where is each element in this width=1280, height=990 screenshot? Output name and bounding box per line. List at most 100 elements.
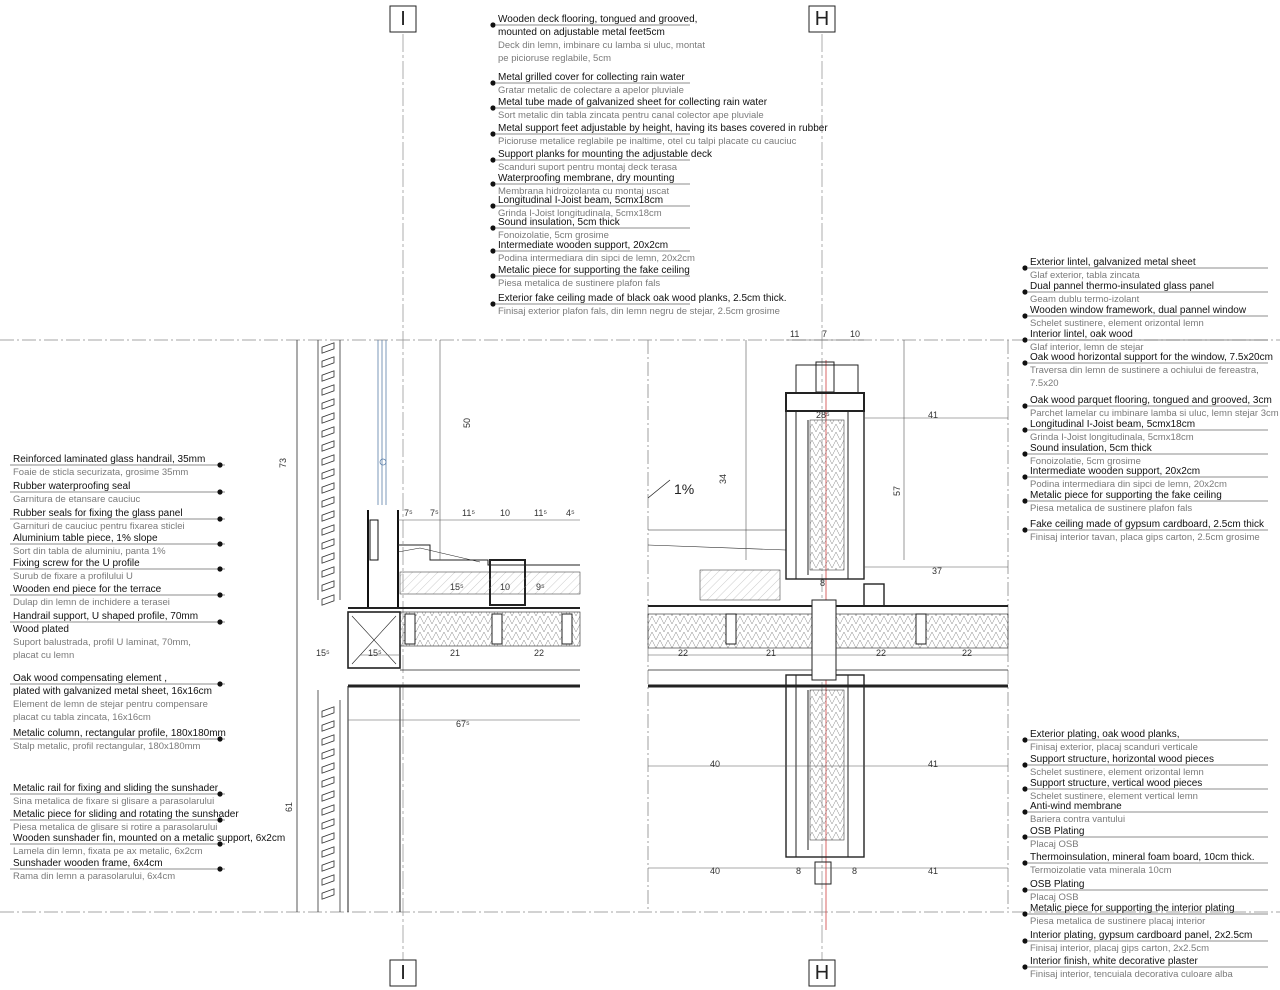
annotation-title: Exterior lintel, galvanized metal sheet	[1030, 257, 1196, 268]
annotation-translation: Picioruse metalice reglabile pe inaltime…	[498, 136, 797, 147]
annotation-translation: Placaj OSB	[1030, 839, 1079, 850]
dim-text: 10	[500, 582, 510, 592]
annotation-title: Wooden window framework, dual pannel win…	[1030, 305, 1247, 316]
sunshader-fin	[321, 356, 335, 368]
annotation-title: Metalic piece for supporting the fake ce…	[1030, 490, 1222, 501]
annotation-title: Longitudinal I-Joist beam, 5cmx18cm	[498, 195, 664, 206]
annotation-title: Wooden sunshader fin, mounted on a metal…	[13, 833, 286, 844]
sunshader-fin	[321, 412, 335, 424]
annotation-title: Rubber seals for fixing the glass panel	[13, 508, 183, 519]
sunshader-fin	[321, 734, 335, 746]
leader-dot	[1022, 938, 1028, 944]
annotation-title: Sunshader wooden frame, 6x4cm	[13, 858, 163, 869]
dim-text: 67⁵	[456, 719, 470, 729]
leader-dot	[217, 866, 223, 872]
annotation-translation: Piesa metalica de sustinere plafon fals	[498, 278, 661, 289]
annotation-title: Intermediate wooden support, 20x2cm	[1030, 466, 1201, 477]
leader-dot	[490, 22, 496, 28]
annotation-translation: Finisaj interior, placaj gips carton, 2x…	[1030, 943, 1209, 954]
annotation-title: Dual pannel thermo-insulated glass panel	[1030, 281, 1215, 292]
annotation-translation-line2: placat cu tabla zincata, 16x16cm	[13, 712, 151, 723]
dim-text: 15⁵	[450, 582, 464, 592]
annotation-translation: Gratar metalic de colectare a apelor plu…	[498, 85, 684, 96]
leader-dot	[1022, 527, 1028, 533]
annotation-title-line2: plated with galvanized metal sheet, 16x1…	[13, 686, 213, 697]
annotation-translation: Piesa metalica de glisare si rotire a pa…	[13, 822, 218, 833]
annotation-title: Metalic column, rectangular profile, 180…	[13, 728, 226, 739]
annotation-translation: Grinda I-Joist longitudinala, 5cmx18cm	[498, 208, 662, 219]
annotation-translation: Piesa metalica de sustinere placaj inter…	[1030, 916, 1206, 927]
sunshader-fin	[321, 342, 335, 354]
sunshader-fin	[321, 482, 335, 494]
annotation-translation: Scanduri suport pentru montaj deck teras…	[498, 162, 678, 173]
leader-dot	[1022, 337, 1028, 343]
annotation-translation: Geam dublu termo-izolant	[1030, 294, 1140, 305]
annotation-title: Exterior plating, oak wood planks,	[1030, 729, 1180, 740]
dim-text: 34	[718, 474, 728, 484]
leader-dot	[217, 516, 223, 522]
sunshader-fin	[321, 538, 335, 550]
dim-text: 41	[928, 866, 938, 876]
annotation-title: Wooden deck flooring, tongued and groove…	[498, 14, 698, 25]
dim-text: 7	[822, 329, 827, 339]
leader-dot	[217, 462, 223, 468]
sunshader-fin	[321, 748, 335, 760]
dim-text: 61	[284, 802, 294, 812]
sunshader-fin	[321, 790, 335, 802]
leader-dot	[217, 681, 223, 687]
annotation-translation: Sort din tabla de aluminiu, panta 1%	[13, 546, 166, 557]
dim-text: 10	[500, 508, 510, 518]
leader-dot	[1022, 860, 1028, 866]
sunshader-fin	[321, 888, 335, 900]
leader-dot	[1022, 498, 1028, 504]
leader-dot	[490, 301, 496, 307]
grid-label-bottom-right: H	[814, 962, 830, 984]
sunshader-fin	[321, 524, 335, 536]
sunshader-fin	[321, 440, 335, 452]
annotation-translation-line2: pe picioruse reglabile, 5cm	[498, 53, 612, 64]
annotation-title: Aluminium table piece, 1% slope	[13, 533, 158, 544]
leader-dot	[1022, 834, 1028, 840]
leader-dot	[1022, 911, 1028, 917]
dim-text: 11⁵	[534, 508, 547, 518]
annotation-translation: Sort metalic din tabla zincata pentru ca…	[498, 110, 764, 121]
annotation-translation: Stalp metalic, profil rectangular, 180x1…	[13, 741, 201, 752]
leader-dot	[217, 566, 223, 572]
annotation-translation: Bariera contra vantului	[1030, 814, 1126, 825]
annotation-translation: Lamela din lemn, fixata pe ax metalic, 6…	[13, 846, 203, 857]
glass-handrail	[377, 340, 387, 505]
annotation-translation: Finisaj exterior, placaj scanduri vertic…	[1030, 742, 1198, 753]
leader-dot	[490, 131, 496, 137]
annotation-title: Metal support feet adjustable by height,…	[498, 123, 828, 134]
joist-supports-left	[404, 613, 573, 645]
leader-dot	[1022, 451, 1028, 457]
annotation-title: Anti-wind membrane	[1030, 801, 1122, 812]
annotation-title: Interior plating, gypsum cardboard panel…	[1030, 930, 1253, 941]
leader-dot	[490, 157, 496, 163]
leader-dot	[1022, 289, 1028, 295]
annotation-title: Support structure, horizontal wood piece…	[1030, 754, 1214, 765]
annotation-title: Interior lintel, oak wood	[1030, 329, 1133, 340]
dim-text: 11⁵	[462, 508, 475, 518]
sunshader-fin	[321, 398, 335, 410]
annotation-title-line2: Wood plated	[13, 624, 69, 635]
annotation-title: Rubber waterproofing seal	[13, 481, 131, 492]
annotation-title: Exterior fake ceiling made of black oak …	[498, 293, 787, 304]
leader-dot	[217, 841, 223, 847]
sunshader-fin	[321, 510, 335, 522]
leader-dot	[1022, 360, 1028, 366]
sunshader-fin	[321, 832, 335, 844]
dim-text: 73	[278, 458, 288, 468]
annotation-title: OSB Plating	[1030, 826, 1085, 837]
dim-text: 21	[450, 648, 460, 658]
leader-dot	[1022, 403, 1028, 409]
annotation-translation: Finisaj exterior plafon fals, din lemn n…	[498, 306, 780, 317]
annotation-translation: Surub de fixare a profilului U	[13, 571, 133, 582]
annotation-title: Fixing screw for the U profile	[13, 558, 140, 569]
dimension-lines	[296, 339, 1008, 910]
annotation-title: Fake ceiling made of gypsum cardboard, 2…	[1030, 519, 1264, 530]
leader-dot	[490, 248, 496, 254]
dimension-texts: 73 50 7⁵ 7⁵ 11⁵ 10 11⁵ 4⁵ 15⁵ 10 9⁵ 15⁵ …	[278, 329, 972, 876]
dim-text: 15⁵	[368, 648, 382, 658]
